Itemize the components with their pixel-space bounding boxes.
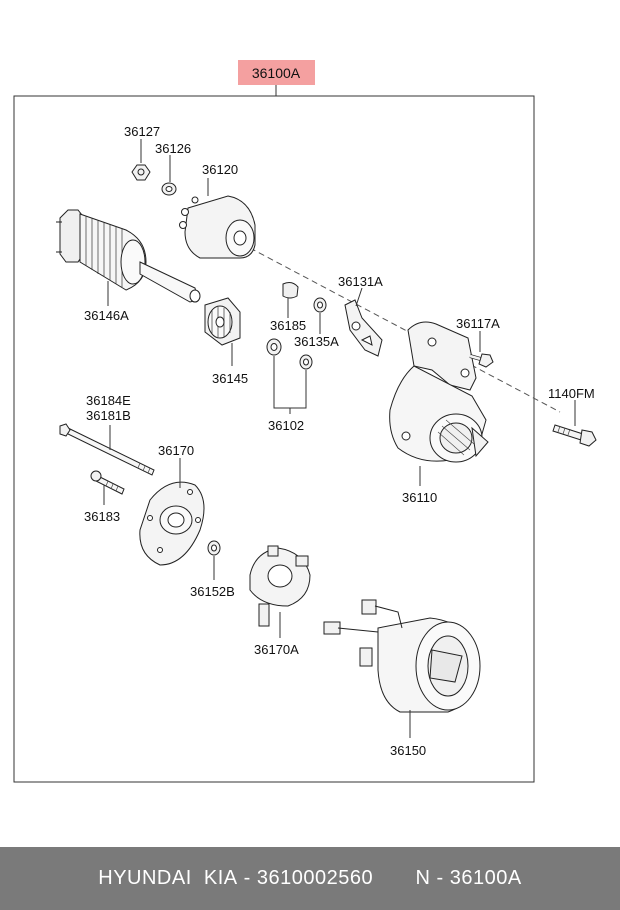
part-36185-cap	[282, 282, 299, 299]
brand-label: HYUNDAI KIA	[98, 867, 238, 889]
part-36184E-through-bolt	[59, 423, 155, 476]
part-36170-end-frame	[139, 481, 205, 566]
part-36126-washer	[161, 182, 177, 196]
callout-1140FM: 1140FM	[548, 386, 595, 401]
callout-36185: 36185	[270, 318, 306, 333]
part-number: 3610002560	[256, 867, 374, 889]
part-36145-pinion	[204, 297, 241, 346]
footer-gap	[373, 867, 415, 890]
part-36152B-washer	[207, 540, 221, 556]
callout-36131A: 36131A	[338, 274, 383, 289]
part-36150-yoke	[323, 599, 481, 713]
assembly-axis	[249, 247, 561, 413]
part-1140FM-bolt	[552, 424, 597, 447]
part-36146A-armature	[56, 209, 201, 303]
exploded-parts-diagram: 36100A 36127 36126 36120	[13, 60, 597, 783]
part-36170A-brush-holder	[249, 545, 311, 627]
callout-36120: 36120	[202, 162, 238, 177]
part-36131A-lever	[344, 299, 383, 357]
callout-36170A: 36170A	[254, 642, 299, 657]
callout-36135A: 36135A	[294, 334, 339, 349]
footer-separator: -	[237, 867, 257, 889]
callout-36183: 36183	[84, 509, 120, 524]
callout-36117A: 36117A	[456, 316, 500, 331]
callout-36102: 36102	[268, 418, 304, 433]
part-36127-nut	[131, 164, 151, 181]
part-36110-housing	[389, 321, 489, 463]
part-36117A-bolt	[469, 353, 494, 368]
callout-36152B: 36152B	[190, 584, 235, 599]
assembly-label: 36100A	[252, 65, 301, 81]
part-36120-solenoid	[179, 195, 256, 259]
part-36135A-washer	[313, 297, 327, 313]
part-36183-screw	[90, 470, 125, 495]
callout-36181B: 36181B	[86, 408, 131, 423]
reference-number: N - 36100A	[415, 867, 522, 889]
assembly-frame	[13, 95, 535, 783]
callout-36126: 36126	[155, 141, 191, 156]
callout-36127: 36127	[124, 124, 160, 139]
callout-36110: 36110	[402, 490, 437, 505]
callout-36170: 36170	[158, 443, 194, 458]
assembly-label-highlight	[238, 60, 315, 85]
callout-36150: 36150	[390, 743, 426, 758]
callout-36184E: 36184E	[86, 393, 131, 408]
callout-36145: 36145	[212, 371, 248, 386]
part-info-footer: HYUNDAI KIA - 3610002560 N - 36100A	[0, 847, 620, 910]
part-36102-washer-set	[266, 338, 313, 370]
callout-36146A: 36146A	[84, 308, 129, 323]
